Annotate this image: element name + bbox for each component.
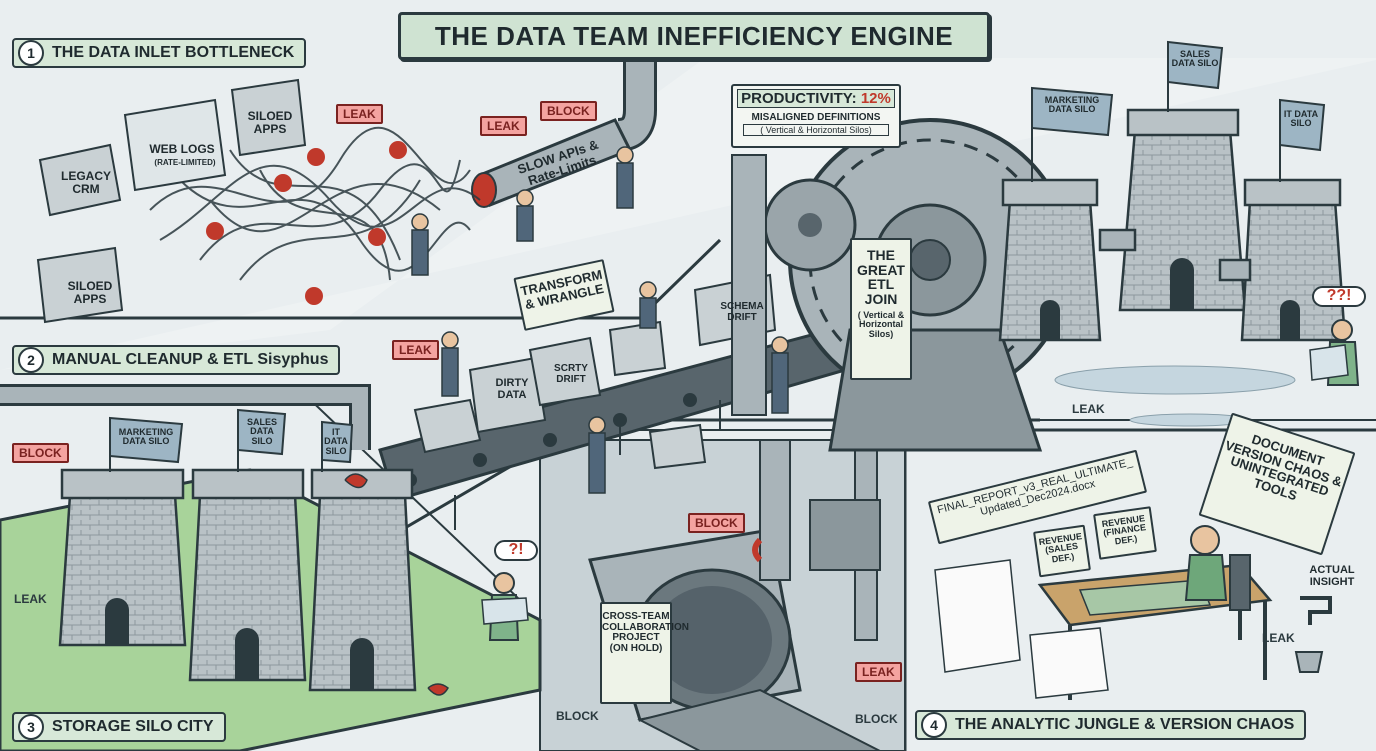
section-title: THE DATA INLET BOTTLENECK xyxy=(52,44,295,61)
section-number: 1 xyxy=(18,40,44,66)
leak-text: LEAK xyxy=(14,592,47,606)
section-label-1: 1 THE DATA INLET BOTTLENECK xyxy=(12,38,307,68)
productivity-board: PRODUCTIVITY: 12% MISALIGNED DEFINITIONS… xyxy=(731,84,901,148)
productivity-label: PRODUCTIVITY: xyxy=(741,90,857,107)
section-title: MANUAL CLEANUP & ETL Sisyphus xyxy=(52,351,329,368)
section-label-4: 4 THE ANALYTIC JUNGLE & VERSION CHAOS xyxy=(915,710,1307,740)
etl-join-sub: ( Vertical & Horizontal Silos) xyxy=(857,309,905,339)
schema-drift-label: SCHEMA DRIFT xyxy=(720,301,764,323)
web-logs-sublabel: (RATE-LIMITED) xyxy=(154,158,216,167)
leak-text: LEAK xyxy=(1072,402,1105,416)
sales-silo-flag: SALES DATA SILO xyxy=(246,417,277,446)
section-label-2: 2 MANUAL CLEANUP & ETL Sisyphus xyxy=(12,345,341,375)
marketing-silo-flag: MARKETING DATA SILO xyxy=(118,427,174,447)
section-number: 4 xyxy=(921,712,947,738)
dirty-data-label: DIRTY DATA xyxy=(495,377,529,401)
productivity-value: 12% xyxy=(860,90,891,107)
misaligned-sub: ( Vertical & Horizontal Silos) xyxy=(743,124,889,136)
leak-tag: LEAK xyxy=(336,104,383,124)
block-tag: BLOCK xyxy=(688,513,745,533)
confusion-bubble: ?! xyxy=(494,540,538,561)
section-title: STORAGE SILO CITY xyxy=(52,718,214,735)
revenue-finance-card: REVENUE (FINANCE DEF.) xyxy=(1093,506,1157,560)
section-number: 2 xyxy=(18,347,44,373)
actual-insight-label: ACTUAL INSIGHT xyxy=(1309,564,1355,588)
web-logs-label: WEB LOGS xyxy=(149,142,215,156)
revenue-sales-card: REVENUE (SALES DEF.) xyxy=(1033,524,1091,578)
siloed-apps-label: SILOED APPS xyxy=(247,109,293,136)
leak-tag: LEAK xyxy=(855,662,902,682)
productivity-row: PRODUCTIVITY: 12% xyxy=(737,89,895,108)
block-text: BLOCK xyxy=(855,712,898,726)
legacy-crm-label: LEGACY CRM xyxy=(60,169,111,196)
collab-sign: CROSS-TEAM COLLABORATION PROJECT (ON HOL… xyxy=(600,602,689,704)
etl-join-sign: THE GREAT ETL JOIN ( Vertical & Horizont… xyxy=(850,238,912,380)
section-label-3: 3 STORAGE SILO CITY xyxy=(12,712,226,742)
leak-tag: LEAK xyxy=(392,340,439,360)
page-title: THE DATA TEAM INEFFICIENCY ENGINE xyxy=(398,12,990,60)
section-title: THE ANALYTIC JUNGLE & VERSION CHAOS xyxy=(955,716,1295,733)
leak-text: LEAK xyxy=(1262,631,1295,645)
leak-tag: LEAK xyxy=(480,116,527,136)
siloed-apps-label: SILOED APPS xyxy=(67,279,113,306)
confusion-bubble: ??! xyxy=(1312,286,1366,307)
etl-join-title: THE GREAT ETL JOIN xyxy=(857,247,905,308)
sales-silo-flag: SALES DATA SILO xyxy=(1171,49,1219,69)
block-text: BLOCK xyxy=(556,709,599,723)
it-silo-flag: IT DATA SILO xyxy=(324,427,348,456)
section-number: 3 xyxy=(18,714,44,740)
block-tag: BLOCK xyxy=(12,443,69,463)
block-tag: BLOCK xyxy=(540,101,597,121)
misaligned-definitions: MISALIGNED DEFINITIONS xyxy=(751,112,881,123)
it-silo-flag: IT DATA SILO xyxy=(1283,109,1319,129)
marketing-silo-flag: MARKETING DATA SILO xyxy=(1044,95,1100,115)
scrty-drift-label: SCRTY DRIFT xyxy=(554,363,588,385)
